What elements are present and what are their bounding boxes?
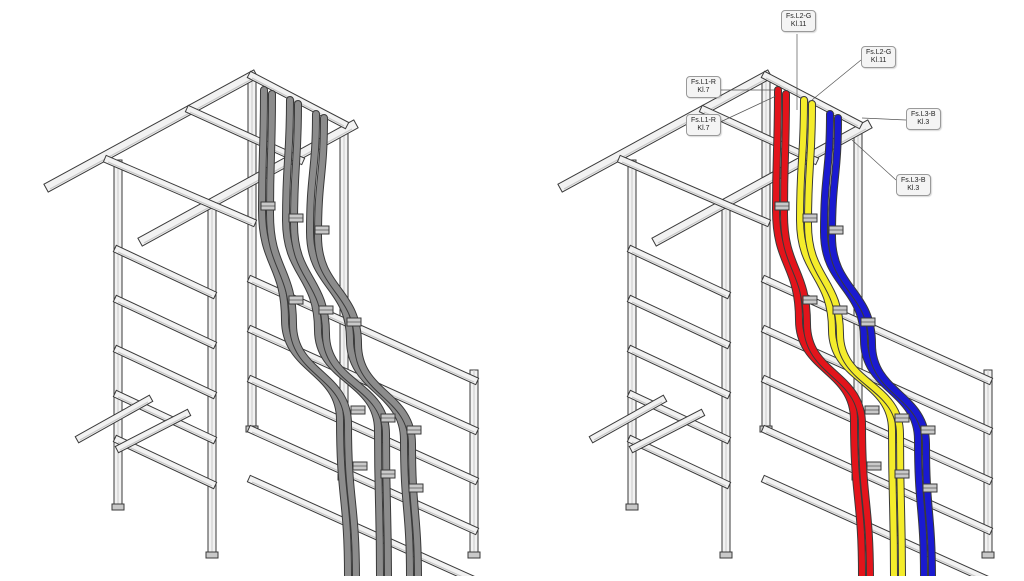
cable-L2-b bbox=[290, 101, 391, 581]
ladder-rung-4-shade bbox=[631, 396, 727, 442]
callout-line2: Kl.11 bbox=[790, 21, 807, 28]
cable-L3-a bbox=[306, 111, 413, 579]
top-beam-left-shade bbox=[49, 78, 253, 190]
frame-rail-3-shade bbox=[765, 381, 989, 483]
callout-l1r-b: Fs.L1-R Kl.7 bbox=[686, 114, 721, 136]
ladder-rung-2-shade bbox=[631, 301, 727, 347]
frame-rail-3 bbox=[762, 376, 992, 484]
callout-line1: Fs.L2-G bbox=[866, 49, 892, 56]
ladder-rung-4 bbox=[114, 391, 216, 443]
frame-rail-4-shade bbox=[251, 431, 475, 533]
frame-rail-5 bbox=[762, 476, 992, 581]
callout-l2g-mid: Fs.L2-G Kl.11 bbox=[861, 46, 897, 68]
top-crossbar-2-shade bbox=[703, 111, 815, 163]
ladder-rung-3 bbox=[628, 346, 730, 398]
cable-L2-a bbox=[796, 97, 897, 579]
callout-l3b-a: Fs.L3-B Kl.3 bbox=[906, 108, 941, 130]
side-arm-upper-shade bbox=[79, 401, 149, 441]
cable-L1-a bbox=[772, 87, 865, 579]
ladder-rung-2-shade bbox=[117, 301, 213, 347]
top-beam-left bbox=[558, 70, 772, 192]
side-arm-lower-shade bbox=[633, 415, 701, 451]
cable-L1-b bbox=[780, 91, 873, 581]
frame-rail-5-shade bbox=[251, 481, 474, 581]
top-crossbar-1-shade bbox=[107, 161, 253, 225]
frame-rail-2-shade bbox=[251, 331, 475, 433]
ladder-rung-5 bbox=[628, 436, 730, 488]
post-ladder-right-foot bbox=[205, 551, 219, 559]
frame-rail-2-shade bbox=[765, 331, 989, 433]
side-arm-upper bbox=[75, 395, 153, 443]
ladder-rung-3-shade bbox=[631, 351, 727, 397]
frame-rail-4 bbox=[762, 426, 992, 534]
ladder-rung-2 bbox=[114, 296, 216, 348]
ladder-rung-5-shade bbox=[631, 441, 727, 487]
ladder-rung-1 bbox=[114, 246, 216, 298]
callout-line1: Fs.L3-B bbox=[901, 177, 926, 184]
ladder-rung-5 bbox=[114, 436, 216, 488]
top-crossbar-2-shade bbox=[189, 111, 301, 163]
post-frame-right-foot bbox=[981, 551, 995, 559]
callout-line1: Fs.L3-B bbox=[911, 111, 936, 118]
top-crossbar-2 bbox=[186, 106, 304, 164]
post-frame-right-foot bbox=[467, 551, 481, 559]
cable-L1-b bbox=[266, 91, 359, 581]
post-ladder-right-foot bbox=[719, 551, 733, 559]
ladder-rung-4-shade bbox=[117, 396, 213, 442]
top-crossbar-2 bbox=[700, 106, 818, 164]
ladder-rung-3 bbox=[114, 346, 216, 398]
side-arm-lower-shade bbox=[119, 415, 187, 451]
frame-rail-5-shade bbox=[765, 481, 988, 581]
cable-L2-a bbox=[282, 97, 383, 579]
ladder-rung-2 bbox=[628, 296, 730, 348]
top-beam-left-shade bbox=[563, 78, 767, 190]
top-beam-left bbox=[44, 70, 258, 192]
ladder-rung-3-shade bbox=[117, 351, 213, 397]
callout-line1: Fs.L1-R bbox=[691, 79, 716, 86]
callout-leader-5 bbox=[861, 117, 907, 121]
callout-l2g-top: Fs.L2-G Kl.11 bbox=[781, 10, 817, 32]
ladder-rung-4 bbox=[628, 391, 730, 443]
callout-leader-6 bbox=[851, 139, 897, 181]
frame-rail-3-shade bbox=[251, 381, 475, 483]
rack-view-gray bbox=[43, 69, 481, 581]
side-arm-lower bbox=[629, 409, 705, 453]
cable-L3-a bbox=[820, 111, 927, 579]
callout-l3b-b: Fs.L3-B Kl.3 bbox=[896, 174, 931, 196]
callout-line2: Kl.3 bbox=[907, 185, 920, 192]
callout-line1: Fs.L2-G bbox=[786, 13, 812, 20]
ladder-rung-1-shade bbox=[631, 251, 727, 297]
callout-l1r-a: Fs.L1-R Kl.7 bbox=[686, 76, 721, 98]
frame-rail-3 bbox=[248, 376, 478, 484]
callout-line2: Kl.11 bbox=[870, 57, 887, 64]
frame-rail-5 bbox=[248, 476, 478, 581]
ladder-rung-1-shade bbox=[117, 251, 213, 297]
top-crossbar-1-shade bbox=[621, 161, 767, 225]
frame-rail-4-shade bbox=[765, 431, 989, 533]
post-ladder-left-foot bbox=[625, 503, 639, 511]
side-arm-upper bbox=[589, 395, 667, 443]
top-crossbar-1 bbox=[104, 156, 256, 226]
ladder-rung-1 bbox=[628, 246, 730, 298]
side-arm-lower bbox=[115, 409, 191, 453]
callout-line2: Kl.7 bbox=[697, 87, 710, 94]
post-ladder-left-foot bbox=[111, 503, 125, 511]
ladder-rung-5-shade bbox=[117, 441, 213, 487]
frame-rail-4 bbox=[248, 426, 478, 534]
callout-line2: Kl.3 bbox=[917, 119, 930, 126]
rack-view-colored bbox=[557, 69, 995, 581]
cable-L1-a bbox=[258, 87, 351, 579]
callout-line2: Kl.7 bbox=[697, 125, 710, 132]
side-arm-upper-shade bbox=[593, 401, 663, 441]
callout-leader-4 bbox=[715, 95, 777, 125]
cable-L2-b bbox=[804, 101, 905, 581]
callout-leader-2 bbox=[811, 59, 862, 101]
callout-line1: Fs.L1-R bbox=[691, 117, 716, 124]
top-crossbar-1 bbox=[618, 156, 770, 226]
